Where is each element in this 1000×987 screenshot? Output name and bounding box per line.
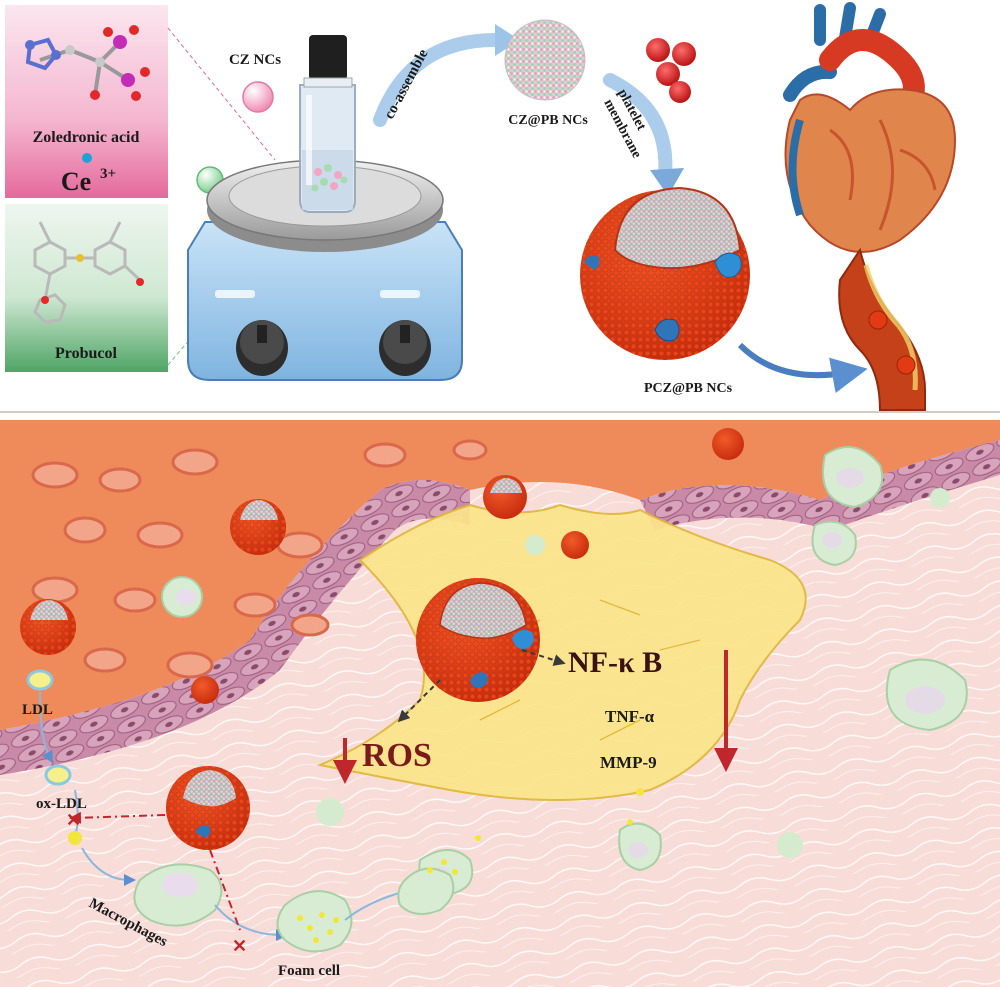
- zoledronic-acid-label: Zoledronic acid: [33, 129, 140, 146]
- platelet-membrane-arrow: [603, 73, 673, 182]
- sulfur-atom-icon: [76, 254, 84, 262]
- ox-ldl-particle-icon: [44, 764, 72, 786]
- lower-nanoparticle: [166, 766, 250, 850]
- co-assemble-label: co-assemble: [381, 46, 431, 121]
- pczpb-ncs-label: PCZ@PB NCs: [644, 381, 733, 396]
- delivery-arrow: [737, 342, 868, 393]
- ox-ldl-label: ox-LDL: [36, 796, 87, 812]
- artery-tube-icon: [838, 247, 926, 411]
- czpb-nc-sphere: [504, 19, 586, 101]
- lipid-cell-icon: [397, 867, 455, 915]
- bottom-panel: ✕ ✕ LDL ox-LDL Macrophages Foam cell ROS…: [0, 420, 1000, 987]
- cz-ncs-label: CZ NCs: [229, 52, 281, 68]
- ldl-pathway: [26, 669, 644, 953]
- nfkb-label: NF-κ B: [568, 646, 662, 679]
- np-protein-icon: [512, 630, 534, 649]
- np-to-nfkb-arrow: [521, 649, 566, 666]
- probucol-panel: [5, 204, 168, 372]
- foam-cell-label: Foam cell: [278, 963, 340, 979]
- inhibit-foam-cross: ✕: [232, 936, 247, 956]
- immune-cells: [161, 446, 968, 897]
- cz-nc-pink-sphere: [242, 81, 274, 113]
- ros-label: ROS: [362, 737, 432, 774]
- foam-cell-icon: [276, 890, 353, 953]
- co-assemble-arrowhead: [495, 24, 520, 56]
- np-protein-icon-2: [470, 672, 488, 688]
- membrane-protein-icon: [714, 252, 742, 278]
- probucol-label: Probucol: [55, 345, 117, 362]
- guide-line-top: [167, 27, 276, 161]
- ldl-particle-icon: [26, 669, 54, 691]
- oxygen-atom-icon-2: [41, 296, 49, 304]
- pczpb-nc-particle: [580, 186, 750, 360]
- circulating-nanoparticles: [20, 428, 744, 704]
- vial-icon: [299, 35, 356, 213]
- mmp-label: MMP-9: [600, 753, 657, 772]
- central-nanoparticle: [416, 578, 540, 702]
- vial-particles: [311, 164, 348, 192]
- cerium-symbol: Ce: [61, 167, 91, 196]
- inhibit-foam-line: [209, 849, 241, 931]
- endothelium-layer: [0, 480, 470, 775]
- zoledronic-panel: [5, 5, 168, 198]
- endothelium-layer-right: [640, 440, 1000, 530]
- membrane-protein-icon-3: [584, 254, 600, 270]
- top-panel: Zoledronic acid Ce 3+ Probucol CZ NCs: [0, 2, 1000, 413]
- zoledronic-molecule-icon: [25, 25, 150, 101]
- oxygen-atom-icon: [136, 278, 144, 286]
- inhibit-oxidation-cross: ✕: [66, 810, 81, 830]
- membrane-protein-icon-2: [654, 318, 680, 342]
- platelet-membrane-arrowhead: [650, 168, 684, 196]
- czpb-ncs-label: CZ@PB NCs: [508, 113, 588, 128]
- heart-icon: [783, 2, 957, 253]
- cerium-ion-icon: [82, 153, 92, 163]
- ox-ldl-yellow-dot: [68, 831, 82, 845]
- red-blood-cells: [31, 439, 488, 679]
- blood-lumen: [0, 420, 1000, 730]
- inhibit-oxidation-line: [69, 811, 166, 824]
- platelet-icon: [646, 38, 696, 103]
- ldl-label: LDL: [22, 702, 53, 718]
- plaque-region: [316, 503, 807, 801]
- cerium-charge: 3+: [100, 166, 116, 182]
- probucol-molecule-icon: [33, 221, 144, 324]
- co-assemble-arrow: [373, 33, 502, 127]
- tnf-label: TNF-α: [605, 707, 655, 726]
